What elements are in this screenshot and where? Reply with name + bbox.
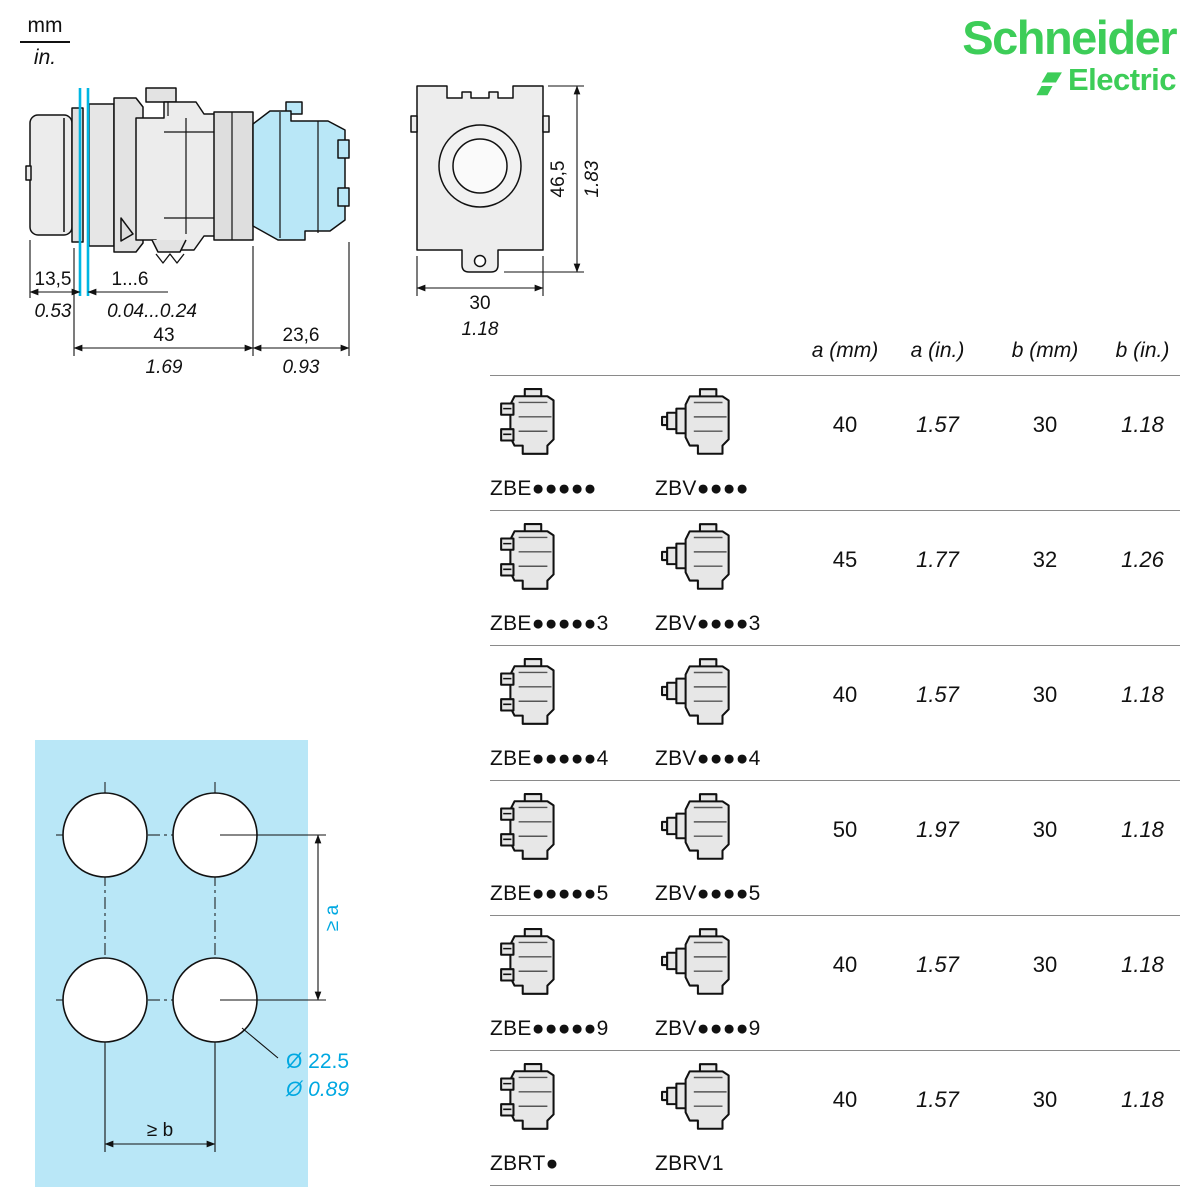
cutout-holes bbox=[62, 792, 258, 1043]
contact-block-zbrv-icon bbox=[661, 1061, 743, 1135]
contact-block-zbe-icon bbox=[496, 656, 570, 730]
product-ref: ZBE●●●●●4 bbox=[490, 747, 609, 770]
cell-a-mm: 40 bbox=[832, 682, 858, 707]
cell-b-in: 1.18 bbox=[1121, 682, 1164, 707]
table-row: ZBE●●●●●5 ZBV●●●●5 50 1.97 30 1.18 bbox=[490, 781, 1180, 916]
product-ref: ZBV●●●●5 bbox=[655, 882, 761, 905]
cell-b-mm: 30 bbox=[1032, 1087, 1058, 1112]
schneider-emblem-icon bbox=[1036, 72, 1062, 96]
unit-in-label: in. bbox=[33, 46, 57, 69]
dim-43-in: 1.69 bbox=[146, 357, 183, 378]
unit-mm-label: mm bbox=[20, 14, 70, 43]
product-ref: ZBRT● bbox=[490, 1152, 559, 1175]
dim-panel-mm: 1...6 bbox=[112, 269, 149, 290]
product-ref: ZBE●●●●●9 bbox=[490, 1017, 609, 1040]
product-ref: ZBV●●●●4 bbox=[655, 747, 761, 770]
dimension-lines bbox=[104, 834, 326, 1152]
dimension-lines bbox=[416, 85, 584, 296]
cell-b-mm: 30 bbox=[1032, 412, 1058, 437]
panel-lines bbox=[78, 88, 90, 296]
dim-height-in: 1.83 bbox=[582, 160, 603, 197]
front-view-drawing: 46,5 1.83 30 1.18 bbox=[410, 85, 603, 340]
cell-b-mm: 30 bbox=[1032, 952, 1058, 977]
contact-block-side bbox=[252, 101, 350, 241]
dim-diameter-in: Ø 0.89 bbox=[285, 1078, 349, 1101]
contact-block-zbe-icon bbox=[496, 521, 570, 595]
contact-block-zbrt-icon bbox=[496, 1061, 570, 1135]
unit-legend: mm in. bbox=[20, 14, 70, 70]
cell-b-in: 1.26 bbox=[1121, 547, 1164, 572]
contact-block-zbv-icon bbox=[661, 521, 743, 595]
dimension-table: a (mm) a (in.) b (mm) b (in.) ZBE●●●●● Z… bbox=[490, 326, 1180, 1186]
cell-b-in: 1.18 bbox=[1121, 817, 1164, 842]
cell-a-mm: 40 bbox=[832, 412, 858, 437]
table-row: ZBE●●●●● ZBV●●●● 40 1.57 30 1.18 bbox=[490, 376, 1180, 511]
product-ref: ZBE●●●●●5 bbox=[490, 882, 609, 905]
dim-ge-b: ≥ b bbox=[147, 1120, 173, 1141]
dim-width-mm: 30 bbox=[469, 293, 490, 314]
dim-236-mm: 23,6 bbox=[283, 325, 320, 346]
cell-a-in: 1.77 bbox=[916, 547, 959, 572]
table-row: ZBE●●●●●3 ZBV●●●●3 45 1.77 32 1.26 bbox=[490, 511, 1180, 646]
dim-236-in: 0.93 bbox=[283, 357, 320, 378]
dimension-lines bbox=[29, 240, 350, 356]
cell-a-mm: 40 bbox=[832, 1087, 858, 1112]
contact-block-zbe-icon bbox=[496, 386, 570, 460]
cell-a-in: 1.57 bbox=[916, 1087, 959, 1112]
header-b-mm: b (mm) bbox=[1011, 338, 1079, 362]
dim-43-mm: 43 bbox=[153, 325, 174, 346]
cell-b-mm: 30 bbox=[1032, 682, 1058, 707]
table-row: ZBRT● ZBRV1 40 1.57 30 1.18 bbox=[490, 1051, 1180, 1186]
dim-135-in: 0.53 bbox=[35, 301, 72, 322]
cell-b-in: 1.18 bbox=[1121, 952, 1164, 977]
cell-b-mm: 30 bbox=[1032, 817, 1058, 842]
dim-ge-a: ≥ a bbox=[322, 904, 343, 931]
schneider-logo: Schneider Electric bbox=[962, 11, 1177, 98]
table-row: ZBE●●●●●4 ZBV●●●●4 40 1.57 30 1.18 bbox=[490, 646, 1180, 781]
product-ref: ZBE●●●●● bbox=[490, 477, 597, 500]
contact-block-zbv-icon bbox=[661, 926, 743, 1000]
panel-cutout-drawing: ≥ a ≥ b Ø 22.5 Ø 0.89 bbox=[35, 740, 349, 1187]
pushbutton-side-body bbox=[25, 87, 254, 264]
product-ref: ZBV●●●●9 bbox=[655, 1017, 761, 1040]
dim-panel-in: 0.04...0.24 bbox=[107, 301, 197, 322]
pushbutton-front-body bbox=[410, 85, 550, 273]
logo-brand-text: Schneider bbox=[962, 11, 1177, 64]
cell-a-mm: 45 bbox=[832, 547, 858, 572]
cell-b-mm: 32 bbox=[1032, 547, 1058, 572]
cell-a-in: 1.57 bbox=[916, 412, 959, 437]
cell-b-in: 1.18 bbox=[1121, 412, 1164, 437]
header-a-in: a (in.) bbox=[910, 338, 965, 362]
logo-sub-text: Electric bbox=[1067, 61, 1177, 97]
header-a-mm: a (mm) bbox=[811, 338, 879, 362]
cell-b-in: 1.18 bbox=[1121, 1087, 1164, 1112]
cell-a-in: 1.57 bbox=[916, 682, 959, 707]
cell-a-in: 1.97 bbox=[916, 817, 959, 842]
product-ref: ZBRV1 bbox=[655, 1152, 724, 1175]
cell-a-mm: 50 bbox=[832, 817, 858, 842]
cell-a-mm: 40 bbox=[832, 952, 858, 977]
contact-block-zbv-icon bbox=[661, 791, 743, 865]
product-ref: ZBV●●●●3 bbox=[655, 612, 761, 635]
product-ref: ZBE●●●●●3 bbox=[490, 612, 609, 635]
side-view-drawing: 13,5 0.53 1...6 0.04...0.24 43 1.69 23,6… bbox=[25, 87, 350, 378]
table-row: ZBE●●●●●9 ZBV●●●●9 40 1.57 30 1.18 bbox=[490, 916, 1180, 1051]
contact-block-zbv-icon bbox=[661, 656, 743, 730]
dim-135-mm: 13,5 bbox=[35, 269, 72, 290]
cell-a-in: 1.57 bbox=[916, 952, 959, 977]
dim-width-in: 1.18 bbox=[462, 319, 499, 340]
dim-height-mm: 46,5 bbox=[548, 161, 569, 198]
dim-diameter-mm: Ø 22.5 bbox=[286, 1050, 349, 1073]
header-b-in: b (in.) bbox=[1115, 338, 1170, 362]
contact-block-zbv-icon bbox=[661, 386, 743, 460]
product-ref: ZBV●●●● bbox=[655, 477, 749, 500]
contact-block-zbe-icon bbox=[496, 926, 570, 1000]
contact-block-zbe-icon bbox=[496, 791, 570, 865]
table-header: a (mm) a (in.) b (mm) b (in.) bbox=[490, 326, 1180, 376]
